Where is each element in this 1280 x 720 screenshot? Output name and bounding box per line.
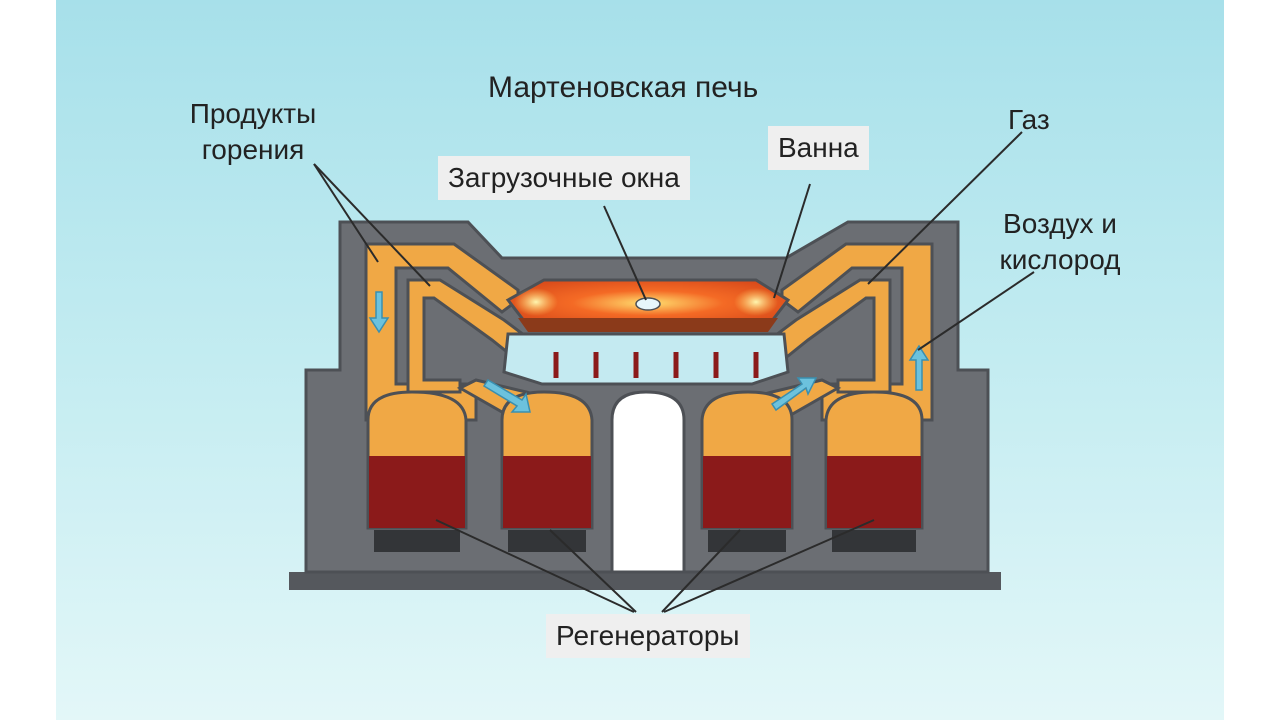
- arrow-down-left: [368, 291, 390, 334]
- support-pillars: [553, 352, 759, 378]
- arrow-up-right: [908, 344, 930, 391]
- label-combustion-products: Продукты горения: [178, 96, 328, 168]
- slide: Мартеновская печь Продукты горения Загру…: [56, 0, 1224, 720]
- right-gas-channel: [770, 278, 892, 394]
- loading-window: [635, 297, 661, 311]
- checker-2: [503, 456, 591, 528]
- checker-1: [369, 456, 465, 528]
- label-air-oxygen-line2: кислород: [999, 244, 1121, 275]
- arrow-diag-left: [482, 378, 531, 413]
- bath-support-frame: [502, 332, 790, 386]
- label-bath: Ванна: [768, 126, 869, 170]
- flow-arrows: [368, 291, 930, 413]
- central-arch: [610, 390, 686, 574]
- label-combustion-products-line1: Продукты: [189, 98, 317, 129]
- diagram-title: Мартеновская печь: [488, 71, 759, 104]
- label-regenerators: Регенераторы: [546, 614, 750, 658]
- label-air-oxygen-line1: Воздух и: [1003, 208, 1117, 239]
- flame-glow-left: [514, 288, 558, 316]
- flame-glow-right: [734, 288, 778, 316]
- checker-4: [827, 456, 921, 528]
- arrow-diag-right: [770, 377, 818, 412]
- grate-4: [832, 530, 916, 552]
- label-combustion-products-line2: горения: [201, 134, 305, 165]
- label-air-oxygen: Воздух и кислород: [990, 206, 1130, 278]
- label-gas: Газ: [1008, 104, 1050, 135]
- label-loading-windows: Загрузочные окна: [438, 156, 690, 200]
- grate-2: [508, 530, 586, 552]
- grate-1: [374, 530, 460, 552]
- open-hearth-furnace-diagram: [289, 131, 1035, 613]
- metal-layer: [518, 318, 778, 332]
- left-gas-channel: [406, 278, 530, 394]
- leader-lines: [313, 131, 1035, 613]
- furnace-base: [289, 572, 1001, 590]
- checker-3: [703, 456, 791, 528]
- grate-3: [708, 530, 786, 552]
- checker-bricks: [369, 456, 921, 528]
- grates: [374, 530, 916, 552]
